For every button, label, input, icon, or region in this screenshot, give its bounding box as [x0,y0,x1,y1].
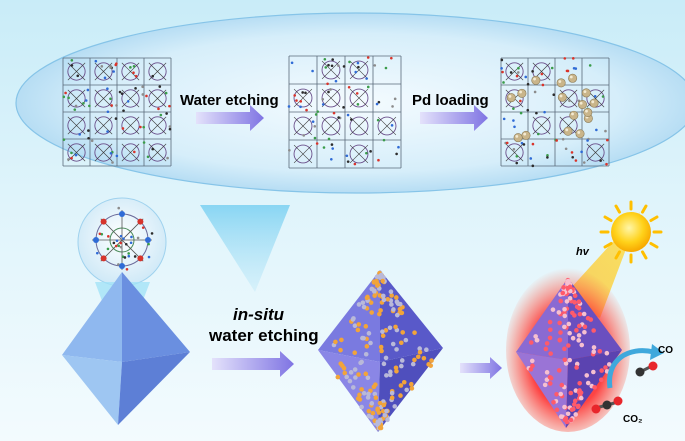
framework-structure-pristine [62,57,172,167]
co2-molecule-icon [591,396,623,414]
pd-loading-label: Pd loading [412,92,489,109]
photocatalyst-crystal [516,277,622,428]
co-label: CO [658,345,673,356]
octahedron-crystal-icon [62,272,190,425]
arrow-to-photocatalysis [460,357,502,379]
arrow-insitu-etching [212,351,294,377]
water-etching-label: Water etching [180,92,279,109]
conversion-arrow [607,348,655,389]
framework-structure-pd-loaded [500,57,610,168]
conversion-arrowhead [650,344,664,360]
co2-label: CO₂ [623,414,643,425]
co-molecule-icon [635,361,658,377]
etched-crystal [318,270,443,432]
framework-structure-etched [287,55,402,169]
insitu-label: in-situ [233,305,284,324]
sun-icon [599,200,663,264]
cluster-structure-icon [92,206,154,271]
arrow-pd-loading [420,105,488,131]
light-label: hv [576,246,589,258]
zoom-cone [200,205,290,292]
water-etching-bottom-label: water etching [209,326,319,345]
arrow-water-etching [196,105,264,131]
